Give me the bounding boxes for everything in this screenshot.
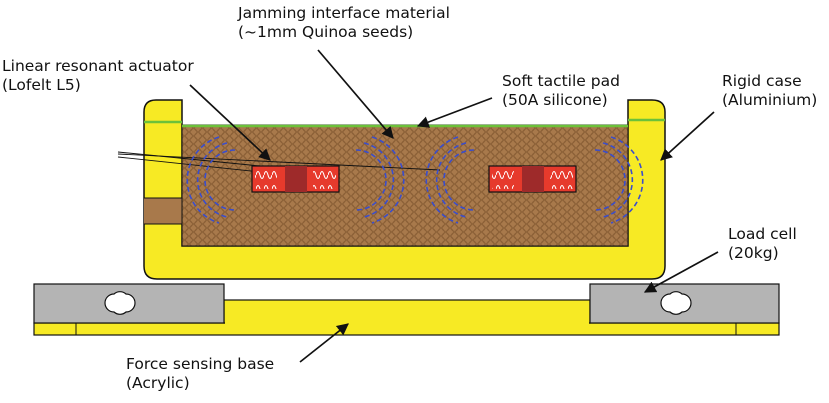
soft-tactile-pad <box>144 118 665 128</box>
rigid-case <box>143 99 666 280</box>
label-load-cell: Load cell (20kg) <box>728 225 797 262</box>
load-cell-right <box>589 283 780 324</box>
actuator-wires <box>117 151 441 173</box>
label-tactile-pad: Soft tactile pad (50A silicone) <box>502 72 620 109</box>
label-rigid-case: Rigid case (Aluminium) <box>722 72 818 109</box>
actuator-right <box>425 136 644 224</box>
leader-arrows <box>189 49 719 363</box>
force-sensing-base <box>33 299 780 336</box>
label-actuator: Linear resonant actuator (Lofelt L5) <box>2 57 194 94</box>
load-cell-left <box>33 283 225 324</box>
label-force-base: Force sensing base (Acrylic) <box>126 355 275 392</box>
label-jamming-material: Jamming interface material (~1mm Quinoa … <box>238 4 450 41</box>
actuator-left <box>186 136 405 224</box>
